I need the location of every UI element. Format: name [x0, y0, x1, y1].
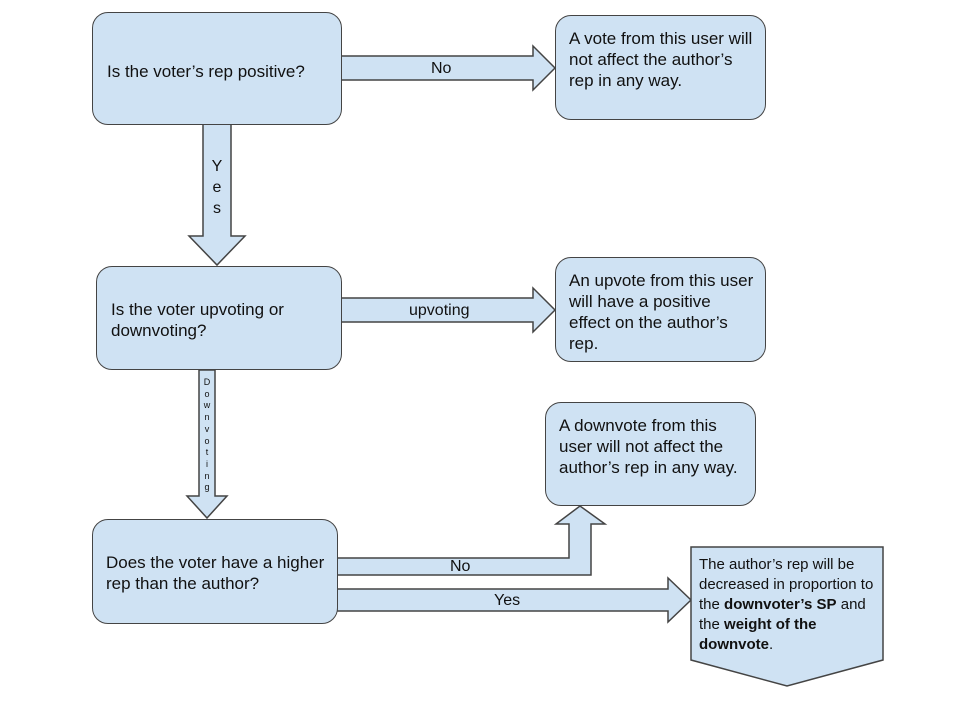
- node-downvote-no-effect-text: A downvote from this user will not affec…: [559, 416, 738, 477]
- arrow-yes-2: [336, 576, 693, 624]
- node-downvote-no-effect: A downvote from this user will not affec…: [545, 402, 756, 506]
- edge-label-downvoting-char: o: [204, 435, 210, 446]
- edge-label-downvoting-char: D: [203, 377, 211, 387]
- edge-label-downvoting: D o w n v o t i n g: [201, 377, 213, 494]
- edge-label-downvoting-char: w: [203, 400, 211, 411]
- node-higher-rep-text: Does the voter have a higher rep than th…: [106, 553, 325, 593]
- arrow-downvoting: [185, 369, 229, 520]
- arrow-yes-1: [187, 123, 247, 267]
- edge-label-downvoting-char: g: [204, 482, 210, 493]
- edge-label-downvoting-char: n: [204, 470, 210, 481]
- outcome-text-part3: .: [769, 636, 774, 653]
- outcome-shape: [690, 546, 884, 687]
- node-upvote-positive-text: An upvote from this user will have a pos…: [569, 271, 754, 353]
- edge-label-downvoting-char: v: [204, 423, 210, 434]
- edge-label-no-1: No: [431, 60, 452, 77]
- edge-label-downvoting-char: i: [206, 458, 208, 469]
- outcome-text: The author’s rep will be decreased in pr…: [699, 555, 879, 655]
- node-up-or-down: Is the voter upvoting or downvoting?: [96, 266, 342, 370]
- arrow-upvoting: [340, 286, 557, 334]
- outcome-text-bold2: weight of the downvote: [699, 616, 817, 653]
- edge-label-downvoting-char: o: [204, 388, 210, 399]
- edge-label-downvoting-char: n: [204, 412, 210, 423]
- node-upvote-positive: An upvote from this user will have a pos…: [555, 257, 766, 362]
- outcome-text-part1: The author’s rep will be decreased in pr…: [699, 556, 874, 613]
- node-rep-positive: Is the voter’s rep positive?: [92, 12, 342, 125]
- node-no-effect-vote: A vote from this user will not affect th…: [555, 15, 766, 120]
- edge-label-yes-1-char: s: [213, 200, 221, 217]
- arrow-no-1: [340, 44, 557, 92]
- edge-label-yes-2: Yes: [494, 592, 521, 609]
- edge-label-yes-1: Y e s: [207, 156, 227, 219]
- arrow-no-2: [336, 505, 608, 576]
- node-up-or-down-text: Is the voter upvoting or downvoting?: [111, 300, 284, 340]
- node-no-effect-vote-text: A vote from this user will not affect th…: [569, 29, 753, 90]
- edge-label-yes-1-char: Y: [211, 158, 223, 175]
- edge-label-downvoting-char: t: [205, 447, 209, 458]
- node-higher-rep: Does the voter have a higher rep than th…: [92, 519, 338, 624]
- node-rep-positive-text: Is the voter’s rep positive?: [107, 62, 305, 81]
- outcome-text-part2: and the: [699, 596, 875, 633]
- outcome-text-bold1: downvoter’s SP: [724, 596, 837, 613]
- edge-label-no-2: No: [450, 558, 471, 575]
- edge-label-upvoting: upvoting: [409, 302, 470, 319]
- edge-label-yes-1-char: e: [212, 179, 222, 196]
